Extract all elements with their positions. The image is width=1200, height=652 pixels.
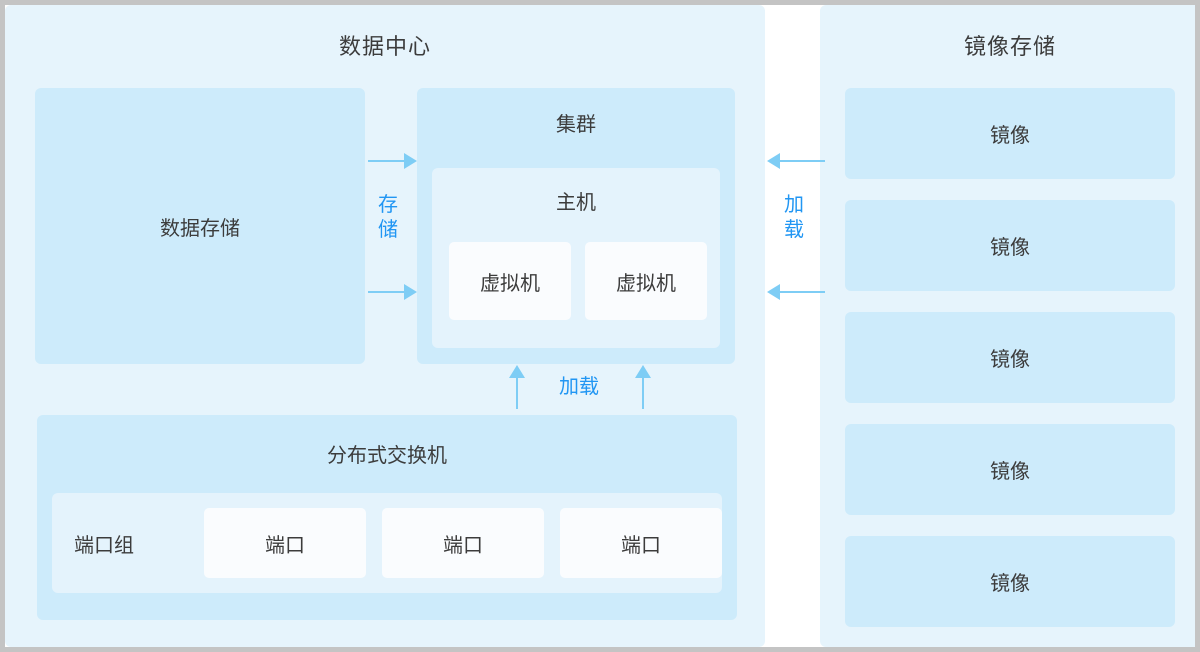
mirror-label-4: 镜像 <box>990 461 1030 483</box>
port-group-label: 端口组 <box>74 534 134 557</box>
mirror-load-arrow-line-bottom <box>780 291 825 293</box>
load-arrow-head-right <box>635 365 651 378</box>
vm-label-1: 虚拟机 <box>480 272 540 295</box>
port-label-1: 端口 <box>265 534 305 557</box>
cluster-box[interactable]: 集群 主机 虚拟机 虚拟机 <box>417 88 735 364</box>
datacenter-panel: 数据中心 数据存储 集群 主机 虚拟机 虚拟机 存储 <box>5 5 765 647</box>
data-storage-label: 数据存储 <box>160 217 240 240</box>
datacenter-title: 数据中心 <box>338 34 431 59</box>
port-box-3[interactable]: 端口 <box>560 508 722 578</box>
mirror-load-arrow-line-top <box>780 160 825 162</box>
load-arrow-line-right <box>642 377 644 409</box>
port-group-box[interactable]: 端口组 端口 端口 端口 <box>52 493 722 593</box>
storage-arrow-line-bottom <box>368 291 406 293</box>
mirror-label-2: 镜像 <box>990 237 1030 259</box>
vm-box-2[interactable]: 虚拟机 <box>585 242 707 320</box>
port-box-1[interactable]: 端口 <box>204 508 366 578</box>
mirror-label-3: 镜像 <box>990 349 1030 371</box>
mirror-label-1: 镜像 <box>990 125 1030 147</box>
distributed-switch-box[interactable]: 分布式交换机 端口组 端口 端口 端口 <box>37 415 737 620</box>
storage-connector-label: 存储 <box>378 194 398 241</box>
storage-arrow-head-top <box>404 153 417 169</box>
load-arrow-line-left <box>516 377 518 409</box>
vm-box-1[interactable]: 虚拟机 <box>449 242 571 320</box>
host-box[interactable]: 主机 虚拟机 虚拟机 <box>432 168 720 348</box>
load-connector-label-bottom: 加载 <box>559 376 599 398</box>
cluster-title: 集群 <box>556 114 596 136</box>
host-title: 主机 <box>556 192 596 214</box>
mirror-box-2[interactable]: 镜像 <box>845 200 1175 291</box>
mirror-load-arrow-head-top <box>767 153 780 169</box>
mirror-label-5: 镜像 <box>990 573 1030 595</box>
distributed-switch-title: 分布式交换机 <box>327 445 447 467</box>
port-label-2: 端口 <box>443 534 483 557</box>
load-arrow-head-left <box>509 365 525 378</box>
mirror-load-connector-label: 加载 <box>784 194 804 241</box>
mirror-storage-panel: 镜像存储 镜像 镜像 镜像 镜像 镜像 <box>820 5 1195 647</box>
mirror-box-5[interactable]: 镜像 <box>845 536 1175 627</box>
storage-arrow-line-top <box>368 160 406 162</box>
port-box-2[interactable]: 端口 <box>382 508 544 578</box>
vm-label-2: 虚拟机 <box>616 272 676 295</box>
mirror-load-arrow-head-bottom <box>767 284 780 300</box>
mirror-storage-title: 镜像存储 <box>963 34 1056 59</box>
storage-arrow-head-bottom <box>404 284 417 300</box>
mirror-box-1[interactable]: 镜像 <box>845 88 1175 179</box>
mirror-box-4[interactable]: 镜像 <box>845 424 1175 515</box>
data-storage-box[interactable]: 数据存储 <box>35 88 365 364</box>
mirror-box-3[interactable]: 镜像 <box>845 312 1175 403</box>
port-label-3: 端口 <box>621 534 661 557</box>
